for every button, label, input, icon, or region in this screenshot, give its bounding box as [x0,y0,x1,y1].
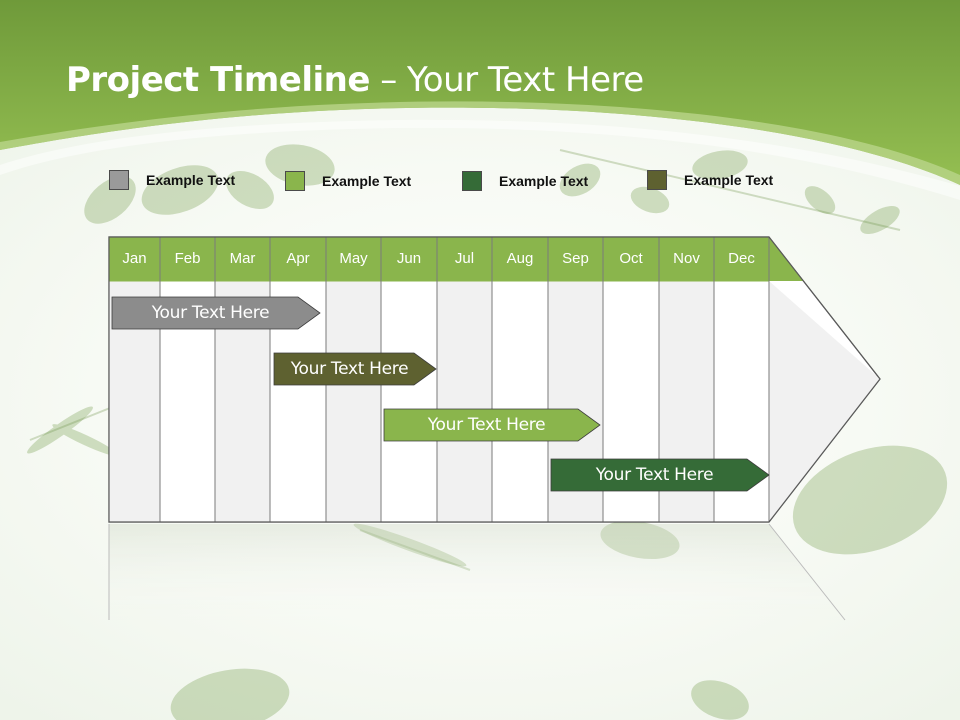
month-label-dec: Dec [728,250,755,267]
month-label-oct: Oct [619,250,643,267]
title-subtitle: – Your Text Here [369,60,644,100]
legend-label: Example Text [684,172,774,188]
task-label-1: Your Text Here [151,303,270,323]
task-label-2: Your Text Here [290,359,409,379]
month-label-feb: Feb [174,250,201,267]
legend-item-gray: Example Text [109,170,235,190]
legend-item-light-green: Example Text [285,171,411,191]
arrow-head-fill [769,281,880,522]
month-label-nov: Nov [673,250,700,267]
task-arrow-4[interactable] [550,458,770,492]
timeline-reflection [109,524,845,620]
month-label-mar: Mar [229,250,256,267]
month-column-may [326,281,381,522]
legend-label: Example Text [499,173,589,189]
page-title: Project Timeline – Your Text Here [66,60,644,100]
legend-label: Example Text [146,172,236,188]
task-arrow-2[interactable] [273,352,437,386]
month-label-may: May [339,250,368,267]
task-arrow-3[interactable] [383,408,601,442]
header-band [0,0,960,200]
month-column-jul [437,281,492,522]
month-column-jun [381,281,437,522]
title-main: Project Timeline [66,60,370,100]
legend-swatch [462,171,482,191]
legend-item-olive: Example Text [647,170,773,190]
month-column-aug [492,281,548,522]
legend-swatch [109,170,129,190]
month-label-jun: Jun [396,250,422,267]
task-label-3: Your Text Here [427,415,546,435]
month-label-jan: Jan [122,250,147,267]
legend-swatch [647,170,667,190]
legend-label: Example Text [322,173,412,189]
month-label-apr: Apr [286,250,310,267]
month-label-jul: Jul [454,250,475,267]
legend-item-dark-green: Example Text [462,171,588,191]
task-arrow-1[interactable] [111,296,321,330]
task-label-4: Your Text Here [595,465,714,485]
month-label-sep: Sep [562,250,589,267]
legend-swatch [285,171,305,191]
month-label-aug: Aug [506,250,534,267]
